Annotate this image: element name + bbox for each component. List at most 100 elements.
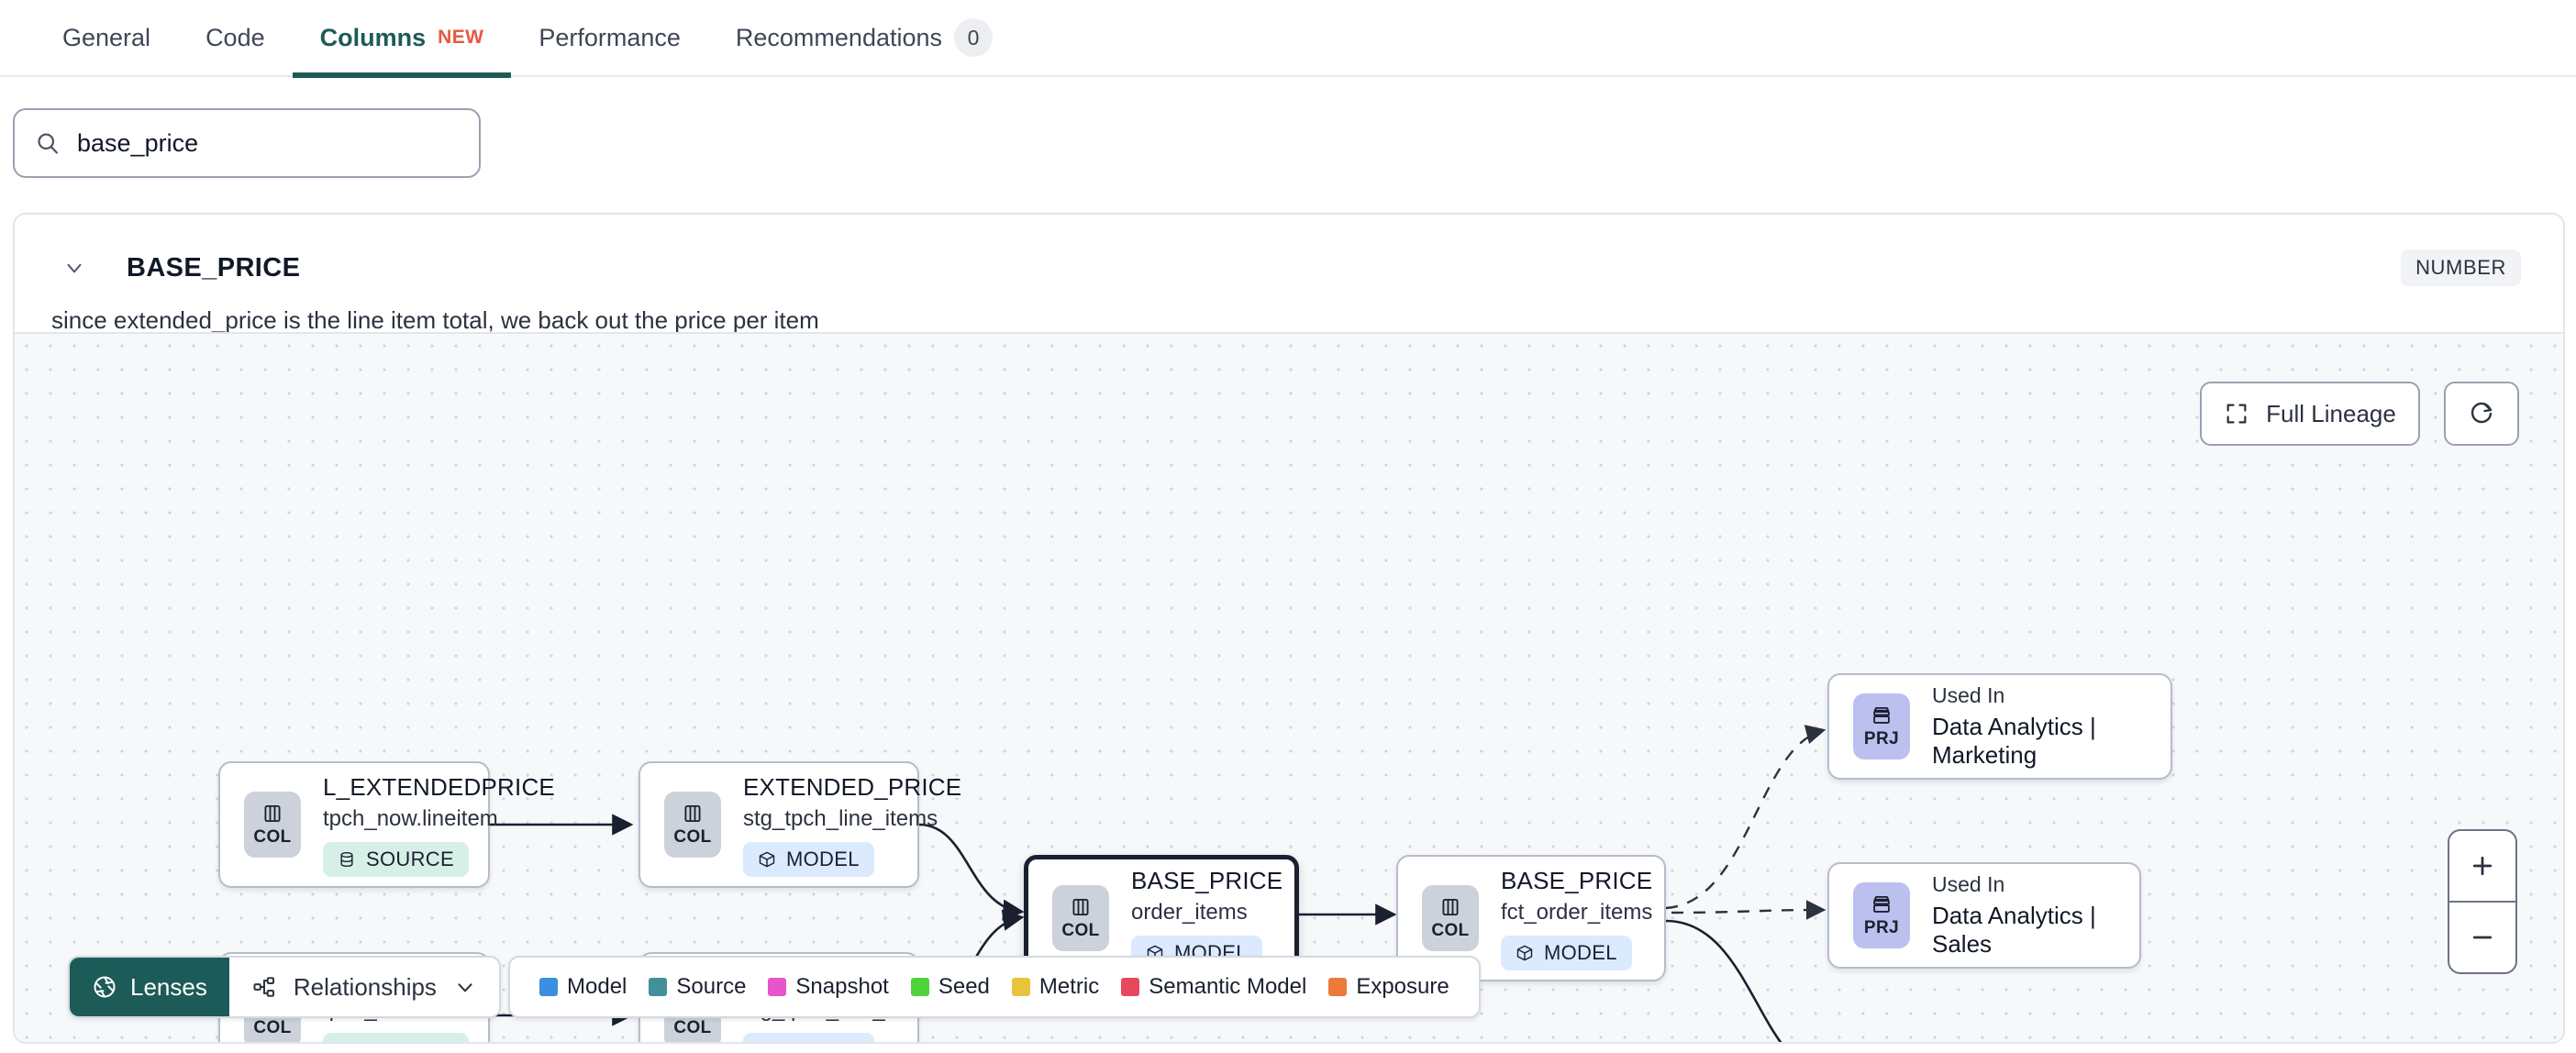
relationships-dropdown[interactable]: Relationships	[229, 958, 499, 1016]
node-pill-model: MODEL	[743, 841, 874, 877]
node-pill-source: SOURCE	[323, 841, 469, 877]
legend-swatch	[768, 978, 787, 996]
node-used-in-label: Used In	[1932, 683, 2005, 707]
tab-label: Recommendations	[735, 23, 943, 51]
lenses-label: Lenses	[130, 972, 207, 1001]
tab-recommendations[interactable]: Recommendations 0	[708, 0, 1020, 76]
legend-swatch	[1328, 978, 1348, 996]
zoom-out-button[interactable]	[2449, 903, 2515, 972]
cube-icon	[758, 1041, 776, 1043]
tab-bar: General Code Columns NEW Performance Rec…	[0, 0, 2576, 78]
legend-label: Exposure	[1356, 974, 1449, 999]
legend-item-exposure: Exposure	[1317, 974, 1460, 1000]
legend-swatch	[649, 978, 668, 996]
tab-columns[interactable]: Columns NEW	[292, 0, 512, 78]
node-pill-source: SOURCE	[323, 1032, 469, 1043]
expand-icon	[2224, 401, 2249, 427]
node-kind-badge-col: COL	[1422, 885, 1479, 951]
node-pill-label: SOURCE	[366, 847, 454, 870]
legend-label: Source	[676, 974, 747, 999]
column-card: BASE_PRICE NUMBER since extended_price i…	[13, 213, 2565, 1044]
node-kind-label: COL	[1431, 921, 1470, 940]
zoom-controls	[2448, 829, 2517, 974]
node-kind-badge-prj: PRJ	[1853, 882, 1910, 948]
legend-item-model: Model	[528, 974, 638, 1000]
node-kind-badge-col: COL	[664, 792, 721, 858]
column-header: BASE_PRICE NUMBER	[15, 215, 2563, 321]
zoom-in-button[interactable]	[2449, 831, 2515, 903]
lineage-node-extended-price[interactable]: COL EXTENDED_PRICE stg_tpch_line_items M…	[638, 761, 961, 888]
node-project-name: Data Analytics | Marketing	[1932, 713, 2096, 769]
lineage-node-base-price-fct-order-items[interactable]: COL BASE_PRICE fct_order_items MODEL	[1396, 855, 1666, 981]
search-input[interactable]: base_price	[13, 108, 481, 178]
node-kind-label: PRJ	[1863, 729, 1900, 748]
node-kind-label: COL	[1061, 921, 1100, 940]
tab-general[interactable]: General	[35, 0, 178, 76]
chevron-down-icon[interactable]	[62, 256, 86, 280]
tab-code[interactable]: Code	[178, 0, 293, 76]
legend-item-snapshot: Snapshot	[757, 974, 899, 1000]
refresh-icon	[2468, 400, 2495, 427]
legend-item-seed: Seed	[900, 974, 1001, 1000]
node-kind-badge-prj: PRJ	[1853, 693, 1910, 759]
tab-new-badge: NEW	[438, 27, 484, 48]
node-pill-label: SOURCE	[366, 1038, 454, 1043]
tab-label: Columns	[319, 23, 427, 51]
relationships-label: Relationships	[293, 972, 437, 1001]
lineage-legend: Model Source Snapshot Seed Metric Semant…	[508, 956, 1481, 1018]
node-kind-label: COL	[253, 1018, 292, 1037]
database-icon	[338, 1041, 356, 1043]
node-kind-badge-col: COL	[244, 792, 301, 858]
node-pill-model: MODEL	[1501, 935, 1632, 970]
lineage-canvas[interactable]: COL L_EXTENDEDPRICE tpch_now.lineitem SO…	[15, 332, 2563, 1043]
tab-label: Performance	[539, 23, 681, 51]
lineage-node-project-marketing[interactable]: PRJ Used In Data Analytics | Marketing	[1827, 673, 2172, 780]
node-title: EXTENDED_PRICE	[743, 772, 962, 801]
database-icon	[338, 850, 356, 869]
cube-icon	[1516, 944, 1534, 962]
node-subtitle: stg_tpch_line_items	[743, 805, 938, 831]
search-value: base_price	[77, 128, 199, 157]
column-type-badge: NUMBER	[2401, 249, 2521, 286]
node-subtitle: order_items	[1131, 899, 1248, 925]
tab-label: Code	[205, 23, 265, 51]
lineage-node-project-sales[interactable]: PRJ Used In Data Analytics | Sales	[1827, 862, 2141, 969]
legend-swatch	[1011, 978, 1030, 996]
node-pill-label: MODEL	[786, 847, 860, 870]
legend-label: Snapshot	[795, 974, 889, 999]
column-description: since extended_price is the line item to…	[51, 306, 819, 334]
legend-label: Seed	[938, 974, 990, 999]
legend-label: Metric	[1038, 974, 1100, 999]
node-kind-label: COL	[253, 827, 292, 847]
legend-label: Semantic Model	[1149, 974, 1307, 999]
legend-label: Model	[567, 974, 627, 999]
node-title: BASE_PRICE	[1501, 866, 1653, 894]
relationships-icon	[251, 974, 277, 1000]
node-pill-label: MODEL	[786, 1038, 860, 1043]
node-title: BASE_PRICE	[1131, 866, 1283, 894]
legend-swatch	[910, 978, 929, 996]
chevron-down-icon	[453, 975, 477, 999]
node-kind-label: PRJ	[1863, 918, 1900, 937]
lenses-button[interactable]: Lenses	[70, 958, 229, 1016]
full-lineage-label: Full Lineage	[2266, 399, 2396, 427]
tab-recommendations-count: 0	[954, 18, 994, 57]
legend-item-source: Source	[638, 974, 757, 1000]
node-pill-label: MODEL	[1544, 940, 1617, 964]
node-kind-label: COL	[673, 1018, 712, 1037]
node-kind-label: COL	[673, 827, 712, 847]
node-subtitle: fct_order_items	[1501, 899, 1653, 925]
tab-label: General	[62, 23, 151, 51]
refresh-button[interactable]	[2444, 382, 2519, 446]
legend-swatch	[1121, 978, 1140, 996]
node-pill-model: MODEL	[743, 1032, 874, 1043]
column-name: BASE_PRICE	[127, 252, 301, 283]
tab-performance[interactable]: Performance	[511, 0, 708, 76]
node-project-name: Data Analytics | Sales	[1932, 902, 2096, 958]
lineage-node-l-extendedprice[interactable]: COL L_EXTENDEDPRICE tpch_now.lineitem SO…	[218, 761, 555, 888]
legend-swatch	[539, 978, 558, 996]
node-title: L_EXTENDEDPRICE	[323, 772, 555, 801]
node-subtitle: tpch_now.lineitem	[323, 805, 498, 831]
full-lineage-button[interactable]: Full Lineage	[2200, 382, 2420, 446]
search-icon	[35, 130, 61, 156]
